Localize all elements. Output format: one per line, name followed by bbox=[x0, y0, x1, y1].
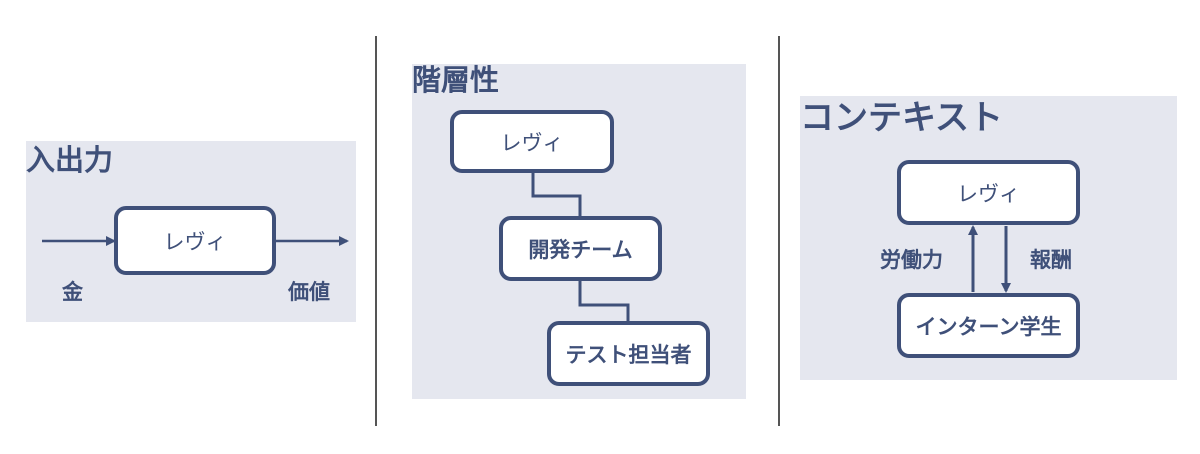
context-node-intern: インターン学生 bbox=[897, 293, 1080, 358]
hierarchy-connector-2 bbox=[578, 280, 630, 323]
context-title: コンテキスト bbox=[800, 98, 1003, 138]
hierarchy-node-dev-team: 開発チーム bbox=[499, 216, 662, 281]
io-title: 入出力 bbox=[26, 143, 114, 177]
hierarchy-node-levi: レヴィ bbox=[450, 110, 614, 173]
context-node-levi: レヴィ bbox=[897, 160, 1080, 225]
io-output-label: 価値 bbox=[288, 280, 330, 304]
hierarchy-connector-1 bbox=[531, 170, 582, 218]
io-input-label: 金 bbox=[62, 280, 83, 304]
io-node-levi: レヴィ bbox=[114, 206, 276, 275]
context-up-label: 労働力 bbox=[880, 248, 943, 272]
divider-right bbox=[778, 36, 780, 426]
hierarchy-node-tester: テスト担当者 bbox=[547, 321, 710, 386]
hierarchy-title: 階層性 bbox=[412, 63, 500, 97]
divider-left bbox=[375, 36, 377, 426]
context-down-label: 報酬 bbox=[1030, 248, 1072, 272]
